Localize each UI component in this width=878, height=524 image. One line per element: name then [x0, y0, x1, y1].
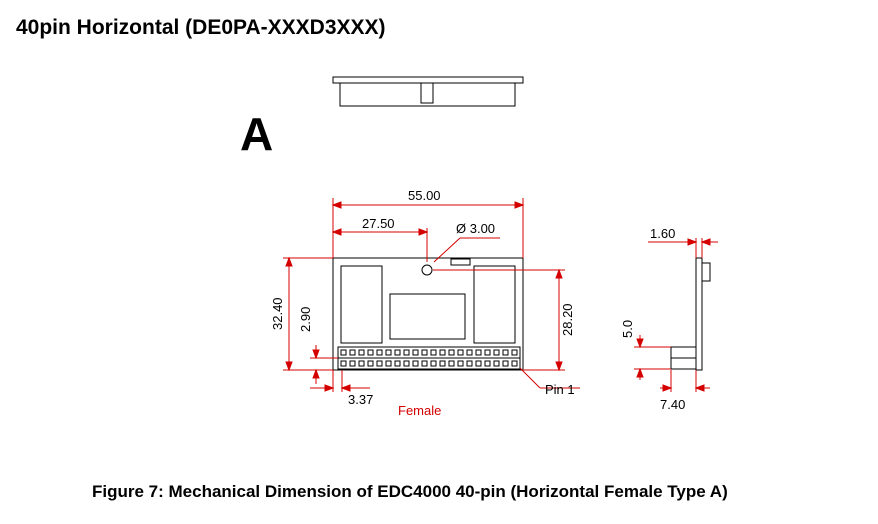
pin: [412, 349, 419, 356]
pin: [439, 349, 446, 356]
pin: [484, 360, 491, 367]
dim-width-total: 55.00: [408, 188, 441, 203]
dimension-lines: [283, 198, 580, 392]
figure-caption: Figure 7: Mechanical Dimension of EDC400…: [92, 482, 728, 501]
pin: [349, 349, 356, 356]
dim-hole-diameter: Ø 3.00: [456, 221, 495, 236]
pin: [358, 360, 365, 367]
front-view: [332, 257, 524, 371]
pin: [511, 349, 518, 356]
female-label: Female: [398, 403, 441, 418]
dim-pin-offset: 3.37: [348, 392, 373, 407]
small-component: [450, 258, 471, 266]
pin: [502, 349, 509, 356]
pin: [394, 349, 401, 356]
pin: [502, 360, 509, 367]
chip-center: [389, 293, 466, 340]
pin: [376, 360, 383, 367]
top-view-board: [332, 76, 524, 84]
pin: [349, 360, 356, 367]
pin: [457, 360, 464, 367]
pin: [367, 360, 374, 367]
side-view: [670, 257, 711, 371]
pin: [511, 360, 518, 367]
pin: [403, 349, 410, 356]
mounting-hole: [421, 264, 433, 276]
pin: [466, 360, 473, 367]
pin: [430, 360, 437, 367]
pin: [484, 349, 491, 356]
pin: [340, 360, 347, 367]
dim-connector-depth: 7.40: [660, 397, 685, 412]
top-view-tab: [420, 82, 434, 104]
dim-connector-height: 5.0: [620, 320, 635, 338]
pin: [340, 349, 347, 356]
dim-height-hole: 28.20: [560, 303, 575, 336]
pin: [466, 349, 473, 356]
pin: [403, 360, 410, 367]
board-outline: [332, 257, 524, 371]
pin: [493, 349, 500, 356]
chip-left: [340, 265, 383, 344]
pin: [457, 349, 464, 356]
pin: [421, 349, 428, 356]
pin: [376, 349, 383, 356]
pin: [367, 349, 374, 356]
pin: [385, 360, 392, 367]
pin-grid: [340, 349, 518, 367]
pin: [430, 349, 437, 356]
pin: [394, 360, 401, 367]
side-component: [701, 262, 711, 282]
pin: [385, 349, 392, 356]
side-dimension-lines: [634, 238, 718, 392]
dim-height-total: 32.40: [270, 297, 285, 330]
pin: [448, 360, 455, 367]
pin: [412, 360, 419, 367]
pin: [358, 349, 365, 356]
pin: [475, 360, 482, 367]
pin: [475, 349, 482, 356]
pin1-label: Pin 1: [545, 382, 575, 397]
type-letter: A: [240, 108, 273, 160]
pin: [448, 349, 455, 356]
pin-header: [337, 346, 521, 370]
chip-right: [473, 265, 516, 344]
pin: [439, 360, 446, 367]
dim-connector-offset: 2.90: [298, 307, 313, 332]
dim-thickness: 1.60: [650, 226, 675, 241]
top-view: [332, 76, 524, 107]
pin: [493, 360, 500, 367]
dim-half-width: 27.50: [362, 216, 395, 231]
side-board: [695, 257, 703, 371]
pin: [421, 360, 428, 367]
page-title: 40pin Horizontal (DE0PA-XXXD3XXX): [16, 16, 386, 39]
